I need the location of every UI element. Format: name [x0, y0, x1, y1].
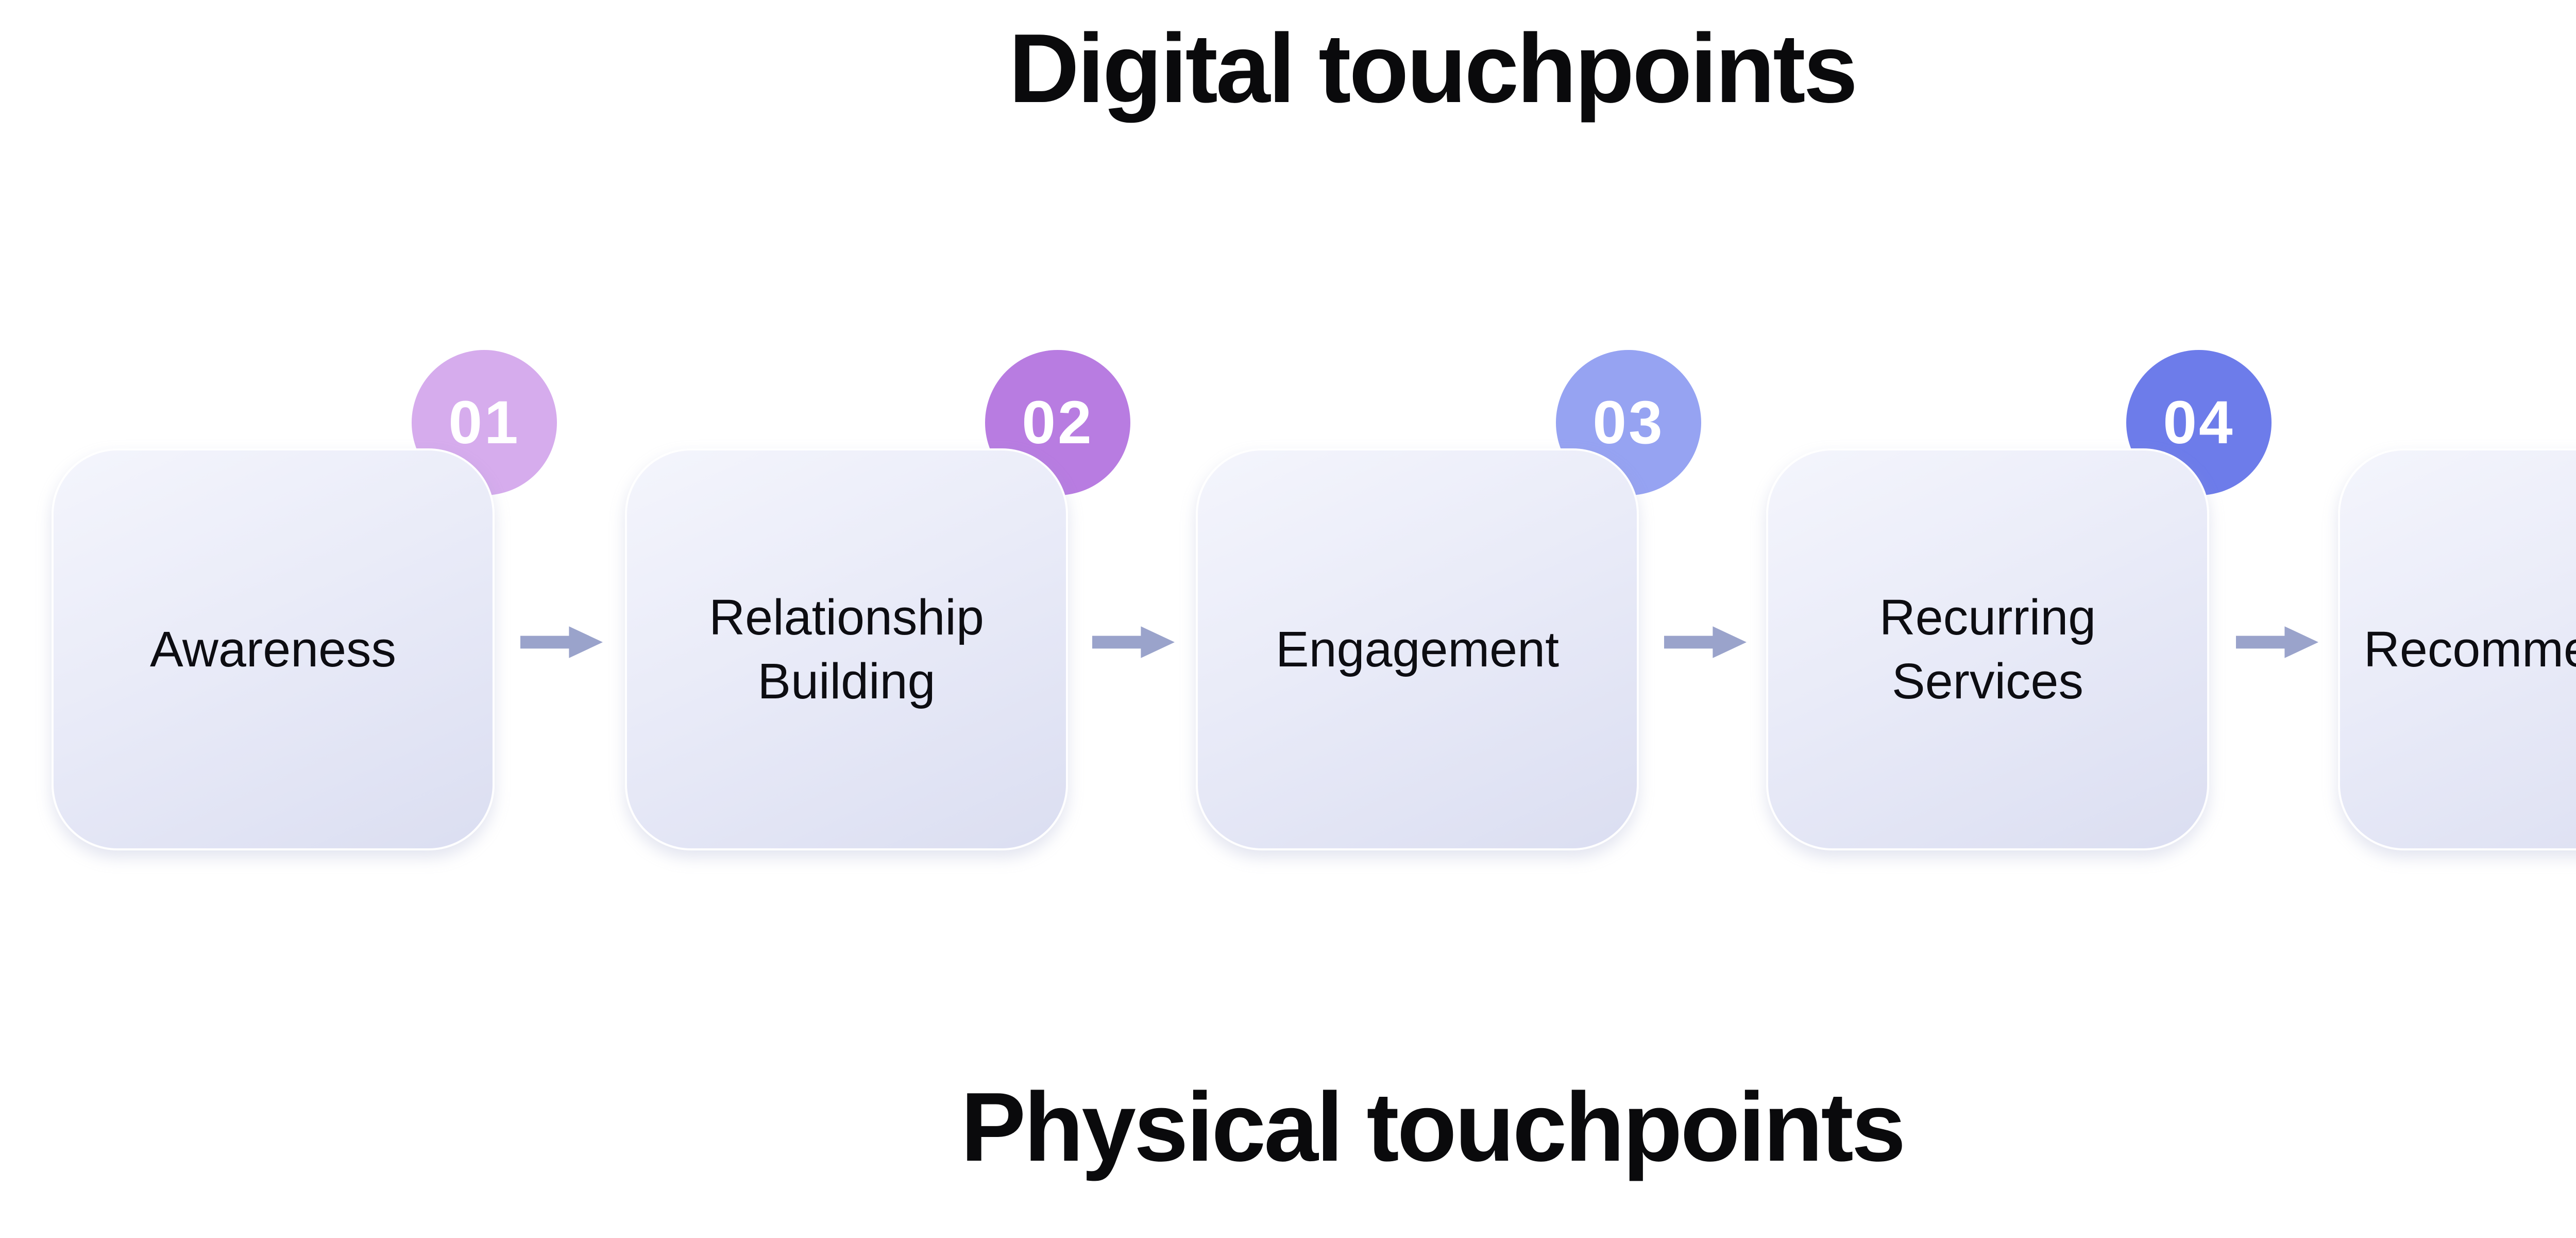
step-card: Recommendation — [2338, 448, 2576, 850]
step-engagement: 03 Engagement — [1196, 350, 1701, 850]
step-card: Engagement — [1196, 448, 1639, 850]
step-label: Engagement — [1275, 621, 1560, 677]
step-label: Recommendation — [2363, 621, 2576, 677]
arrow-right-icon — [1092, 626, 1175, 658]
step-relationship-building: 02 Relationship Building — [625, 350, 1130, 850]
step-label: Recurring Services — [1879, 589, 2096, 709]
step-awareness: 01 Awareness — [52, 350, 557, 850]
arrow-right-icon — [2236, 626, 2318, 658]
physical-touchpoints-title: Physical touchpoints — [960, 1073, 1906, 1182]
step-recommendation: 05 Recommendation — [2338, 448, 2576, 850]
arrow-right-icon — [1664, 626, 1747, 658]
step-card: Awareness — [52, 448, 495, 850]
step-card: Recurring Services — [1766, 448, 2209, 850]
digital-touchpoints-title: Digital touchpoints — [1008, 14, 1858, 123]
step-label: Awareness — [149, 621, 397, 677]
step-recurring-services: 04 Recurring Services — [1766, 350, 2272, 850]
arrow-right-icon — [520, 626, 603, 658]
step-label: Relationship Building — [709, 589, 984, 709]
step-card: Relationship Building — [625, 448, 1068, 850]
